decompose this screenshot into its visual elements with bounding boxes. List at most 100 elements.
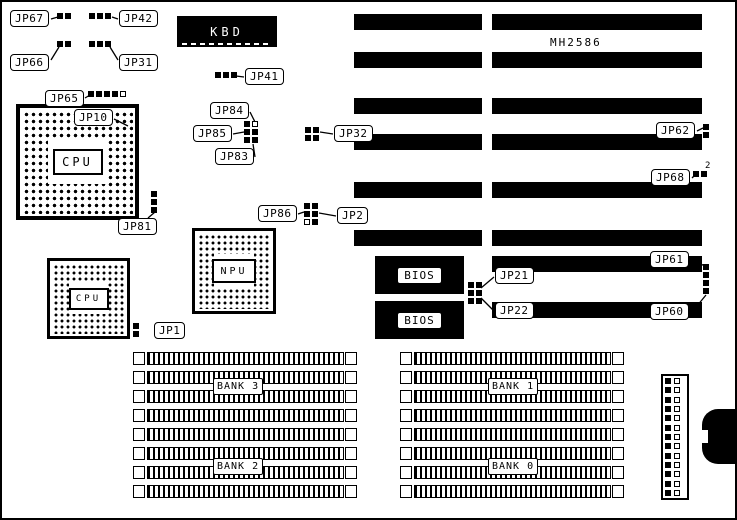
cpu-socket: CPU [16,104,139,220]
simm-socket-clip [345,390,357,403]
power-pin [665,443,671,450]
jumper-label-jp42: JP42 [119,10,158,27]
power-pin-row [665,405,685,412]
bank1-label: BANK 1 [488,378,539,395]
jp67-pins [57,13,71,19]
power-pin [674,461,680,468]
power-pin [665,405,671,412]
jumper-label-jp32: JP32 [334,125,373,142]
isa-slot-segment [492,182,702,198]
power-pin [674,387,680,394]
simm-socket-clip [400,409,412,422]
cpu-secondary-label: CPU [68,287,109,310]
isa-slot-segment [492,230,702,246]
jp86-jp2-pins [304,203,318,225]
jumper-label-jp2: JP2 [337,207,369,224]
jp62-pins [703,124,709,138]
cpu-secondary-socket: CPU [47,258,130,339]
power-pin [665,415,671,422]
simm-socket-clip [612,447,624,460]
simm-socket-clip [400,447,412,460]
jumper-label-jp21: JP21 [495,267,534,284]
power-pin [665,396,671,403]
simm-socket-clip [345,466,357,479]
cpu-chip-label: CPU [52,149,103,175]
simm-socket-clip [612,371,624,384]
jp42-pins [89,13,111,19]
jumper-label-jp41: JP41 [245,68,284,85]
power-pin [665,424,671,431]
isa-slot-segment [354,14,482,30]
simm-socket-clip [612,390,624,403]
power-pin [674,415,680,422]
power-pin [665,452,671,459]
simm-socket-clip [133,428,145,441]
simm-socket-clip [400,485,412,498]
power-pin [674,489,680,496]
simm-socket-clip [133,390,145,403]
simm-socket [147,428,344,441]
simm-socket-clip [612,352,624,365]
npu-socket: NPU [192,228,276,314]
simm-socket-clip [133,371,145,384]
bios-chip-bottom: BIOS [375,301,464,339]
jumper-label-jp83: JP83 [215,148,254,165]
jumper-label-jp61: JP61 [650,251,689,268]
jumper-label-jp81: JP81 [118,218,157,235]
jp68-pins [693,171,707,177]
power-pin [674,443,680,450]
isa-slot-segment [354,98,482,114]
jumper-label-jp84: JP84 [210,102,249,119]
power-pin-row [665,452,685,459]
jp61-jp60-pins [703,264,709,294]
simm-socket-clip [345,371,357,384]
power-pin [674,405,680,412]
isa-slot-segment [492,98,702,114]
simm-socket-clip [612,466,624,479]
jp32-pins [305,127,319,141]
simm-socket [147,485,344,498]
jp41-pins [215,72,237,78]
jumper-label-jp67: JP67 [10,10,49,27]
simm-socket-clip [612,409,624,422]
bios-top-label: BIOS [397,266,442,284]
jumper-label-jp10: JP10 [74,109,113,126]
power-pin [674,480,680,487]
jp1-pins [133,323,139,337]
power-pin [674,396,680,403]
jumper-label-jp65: JP65 [45,90,84,107]
power-pin-row [665,415,685,422]
simm-socket [147,352,344,365]
simm-socket [414,409,611,422]
jp66-pins [57,41,71,47]
power-pin-row [665,396,685,403]
keyboard-controller-chip: KBD [177,16,277,47]
simm-socket-clip [345,485,357,498]
jumper-label-jp62: JP62 [656,122,695,139]
power-pin [674,378,680,384]
power-pin-row [665,433,685,440]
bank2-label: BANK 2 [213,458,264,475]
simm-socket [414,485,611,498]
power-pin [665,387,671,394]
isa-slot-segment [492,52,702,68]
power-pin-row [665,471,685,478]
power-pin-row [665,424,685,431]
power-pin [674,452,680,459]
power-pin-row [665,443,685,450]
power-pin-row [665,378,685,384]
jumper-label-jp86: JP86 [258,205,297,222]
isa-slot-segment [354,182,482,198]
isa-slot-segment [492,256,702,272]
jumper-label-jp68: JP68 [651,169,690,186]
bios-chip-top: BIOS [375,256,464,294]
bank3-label: BANK 3 [213,378,264,395]
power-pin-row [665,480,685,487]
jp68-pin2-note: 2 [705,161,711,171]
power-pin [665,471,671,478]
isa-slot-segment [354,230,482,246]
power-pin-row [665,387,685,394]
power-pin [665,480,671,487]
power-pin [674,471,680,478]
board-model-text: MH2586 [550,36,602,49]
